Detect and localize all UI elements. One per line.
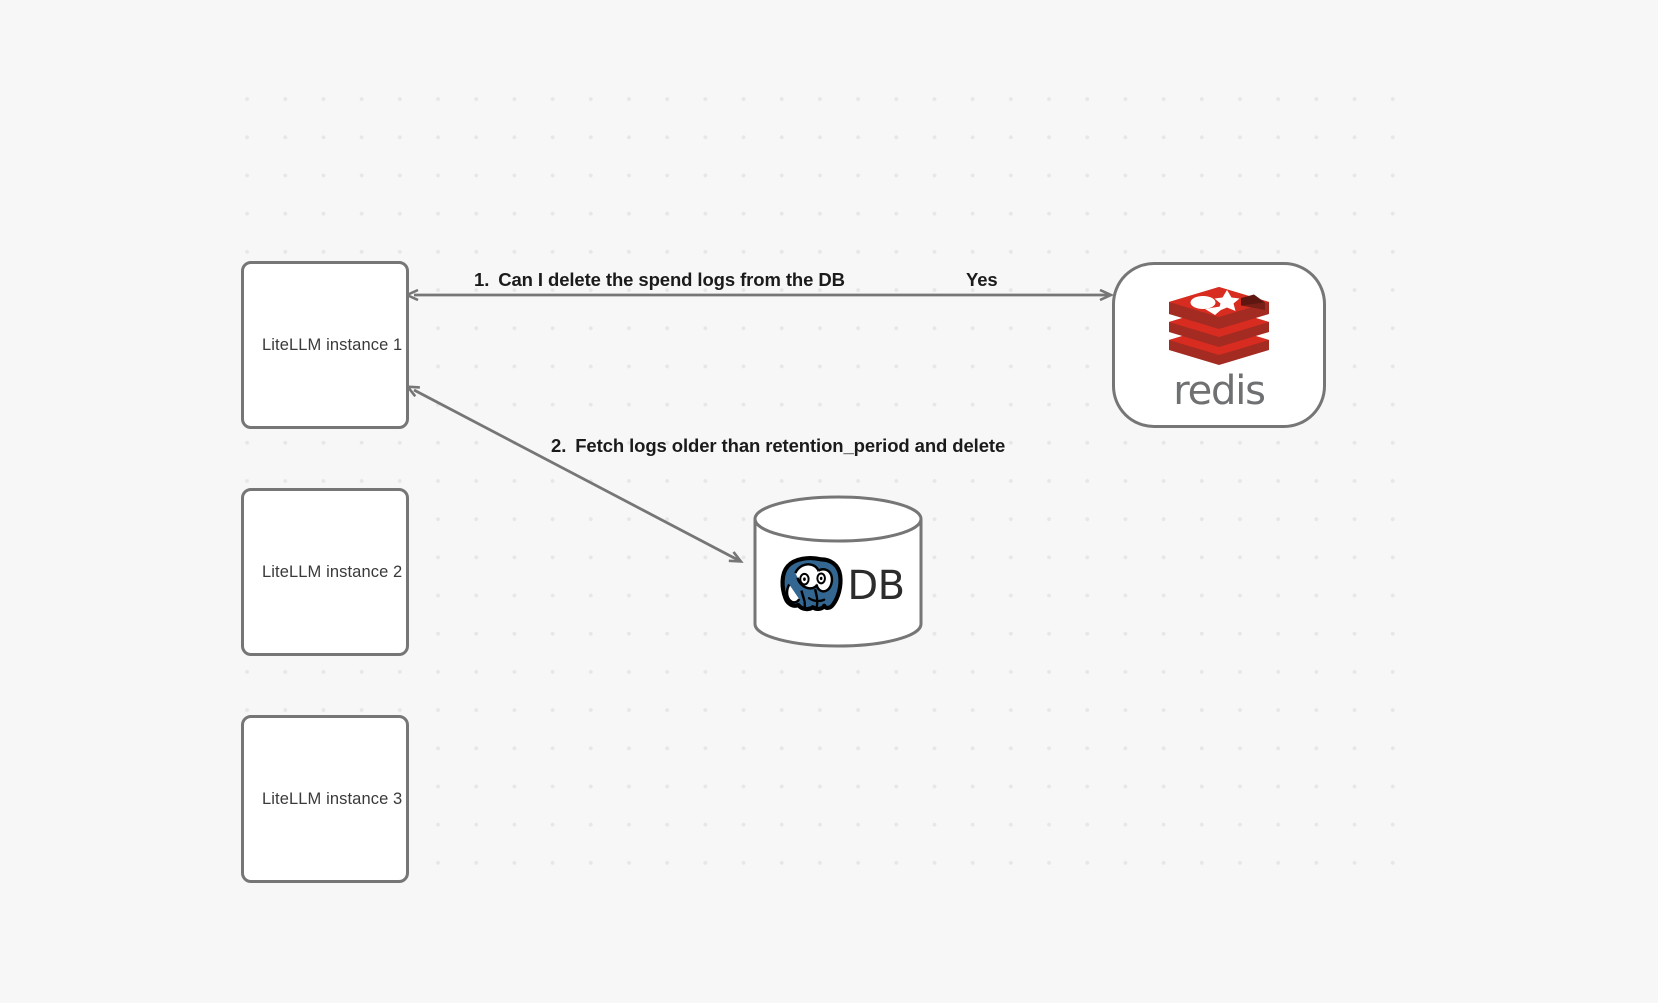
edge-label-1: 1. Can I delete the spend logs from the D… [474, 269, 845, 291]
redis-wordmark: redis [1173, 368, 1266, 414]
edge-label-1-text: Can I delete the spend logs from the DB [498, 269, 845, 290]
db-label: DB [847, 562, 905, 609]
edge-label-2: 2. Fetch logs older than retention_period… [551, 435, 1005, 457]
redis-logo-icon [1169, 287, 1269, 365]
node-litellm-instance-3[interactable]: LiteLLM instance 3 [241, 715, 409, 883]
node-litellm-instance-2[interactable]: LiteLLM instance 2 [241, 488, 409, 656]
node-litellm-instance-3-label: LiteLLM instance 3 [262, 789, 403, 808]
node-db[interactable]: DB [752, 494, 924, 649]
node-litellm-instance-1[interactable]: LiteLLM instance 1 [241, 261, 409, 429]
edge-label-2-number: 2. [551, 435, 567, 456]
node-redis[interactable]: redis [1112, 262, 1326, 428]
node-litellm-instance-2-label: LiteLLM instance 2 [262, 562, 403, 581]
edge-label-1-number: 1. [474, 269, 490, 290]
edge-label-1-reply: Yes [966, 269, 998, 290]
edge-litellm1-db [414, 390, 740, 561]
edge-label-2-text: Fetch logs older than retention_period a… [575, 435, 1006, 456]
postgresql-elephant-icon [780, 555, 843, 611]
node-litellm-instance-1-label: LiteLLM instance 1 [262, 335, 403, 354]
